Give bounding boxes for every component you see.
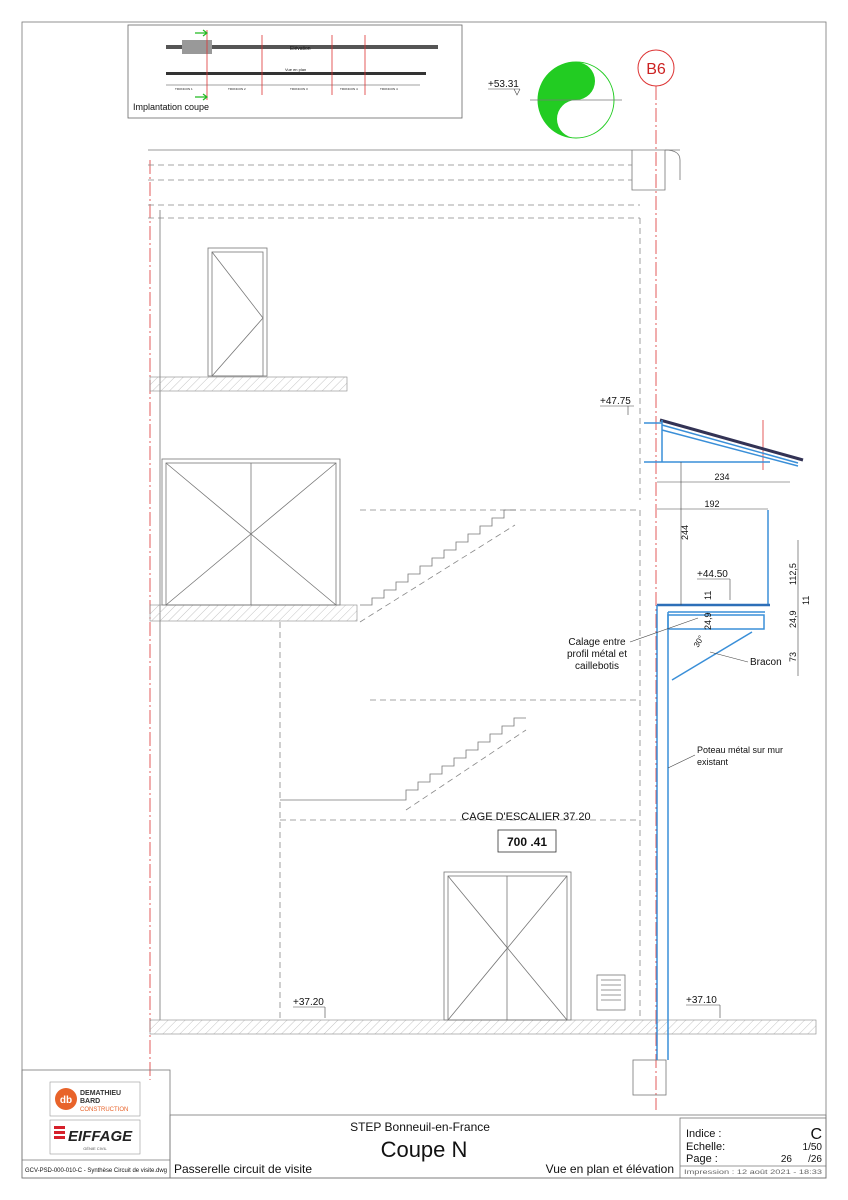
troncon-label: TRONCON 4 (380, 87, 398, 91)
room-name: CAGE D'ESCALIER 37.20 (461, 811, 590, 823)
dim-11: 11 (703, 591, 713, 600)
logo-eiffage: EIFFAGE GÉNIE CIVIL (49, 1119, 141, 1155)
annotations: Calage entre profil métal et caillebotis… (461, 617, 783, 853)
dim-11: 11 (801, 596, 811, 605)
page-total: /26 (808, 1154, 822, 1165)
steel-platform (656, 510, 770, 1060)
file-name: GCV-PSD-000-010-C - Synthèse Circuit de … (25, 1167, 167, 1174)
dim-24-9: 24,9 (703, 612, 713, 630)
door-upper (207, 247, 268, 377)
inset-location-plan: Elévation Vue en plan TRONCON 1 TRONCON … (127, 24, 463, 119)
svg-text:DEMATHIEU: DEMATHIEU (80, 1090, 121, 1097)
stair-lower (280, 717, 526, 801)
indice-value: C (810, 1126, 822, 1143)
note-bracon: Bracon (750, 657, 782, 668)
page-label: Page : (686, 1153, 718, 1165)
floor-slab (149, 604, 358, 622)
level-ground-left: +37.20 (293, 997, 324, 1008)
floor-slab (149, 376, 348, 392)
steel-canopy (644, 418, 804, 467)
section-arrow-icon (195, 93, 208, 101)
echelle-label: Echelle: (686, 1141, 725, 1153)
window-large (161, 458, 341, 606)
note-poteau: existant (697, 757, 729, 767)
footing (632, 1059, 667, 1096)
subtitle-right: Vue en plan et élévation (546, 1162, 674, 1176)
existing-building (148, 149, 681, 1020)
level-platform: +44.50 (697, 569, 728, 580)
grid-axis-b6: B6 (637, 49, 675, 1110)
dim-192: 192 (704, 499, 719, 509)
stair-upper (360, 509, 516, 606)
ground-slab (149, 1019, 817, 1035)
svg-text:GÉNIE CIVIL: GÉNIE CIVIL (83, 1146, 107, 1151)
inset-caption: Implantation coupe (133, 102, 209, 112)
troncon-label: TRONCON 3 (290, 87, 308, 91)
indice-label: Indice : (686, 1128, 721, 1140)
svg-text:CONSTRUCTION: CONSTRUCTION (80, 1107, 128, 1113)
note-calage: caillebotis (575, 661, 619, 672)
svg-text:EIFFAGE: EIFFAGE (68, 1128, 133, 1145)
logo-demathieu-bard: db DEMATHIEU BARD CONSTRUCTION (49, 1081, 141, 1117)
troncon-label: TRONCON 2 (228, 87, 246, 91)
svg-text:BARD: BARD (80, 1098, 100, 1105)
dim-234: 234 (714, 472, 729, 482)
note-poteau: Poteau métal sur mur (697, 745, 783, 755)
troncon-label: TRONCON 4 (340, 87, 358, 91)
page-value: 26 (781, 1154, 793, 1165)
section-arrow-icon (195, 29, 208, 37)
dimensions: 234 192 244 112,5 11 11 24,9 24,9 73 30° (657, 462, 811, 676)
dim-112-5: 112,5 (788, 563, 798, 585)
brace (671, 631, 753, 681)
vent-grille-icon (596, 974, 626, 1011)
subtitle-left: Passerelle circuit de visite (174, 1162, 312, 1176)
note-calage: profil métal et (567, 649, 627, 660)
dim-angle: 30° (692, 634, 706, 649)
project-name: STEP Bonneuil-en-France (350, 1120, 490, 1134)
level-markers: +53.31 +47.75 +44.50 +37.20 +37.10 (293, 79, 731, 1018)
note-calage: Calage entre (568, 637, 626, 648)
room-code: 700 .41 (507, 835, 547, 849)
svg-text:db: db (60, 1095, 72, 1106)
dim-24-9: 24,9 (788, 610, 798, 628)
double-door (443, 871, 572, 1021)
grid-axis-label: B6 (646, 61, 666, 78)
level-ground-right: +37.10 (686, 995, 717, 1006)
level-canopy: +47.75 (600, 396, 631, 407)
dim-244: 244 (680, 525, 690, 540)
inset-elevation-label: Elévation (290, 46, 311, 52)
drawing-title: Coupe N (381, 1137, 468, 1162)
echelle-value: 1/50 (803, 1142, 823, 1153)
print-date: Impression : 12 août 2021 - 18:33 (684, 1169, 823, 1176)
inset-plan-label: Vue en plan (285, 67, 306, 72)
title-block: db DEMATHIEU BARD CONSTRUCTION EIFFAGE G… (21, 1069, 827, 1179)
dim-73: 73 (788, 652, 798, 662)
troncon-label: TRONCON 1 (175, 87, 193, 91)
level-top: +53.31 (488, 79, 519, 90)
north-arrow-icon (530, 61, 622, 139)
